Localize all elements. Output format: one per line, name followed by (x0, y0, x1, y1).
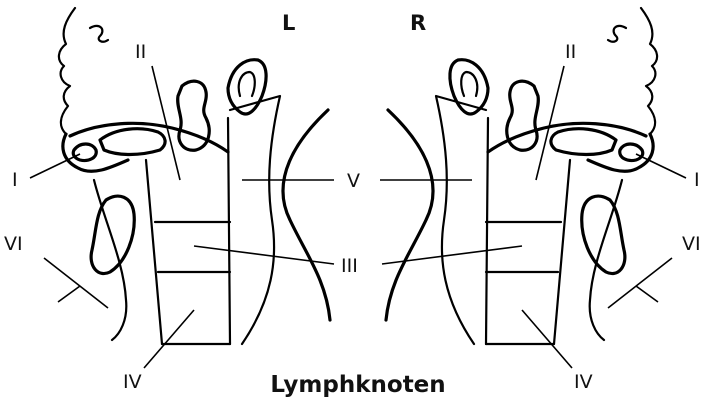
level-label-II-right: II (565, 41, 576, 63)
left-neck-drawing (59, 8, 330, 344)
level-label-III: III (341, 255, 358, 277)
level-label-V: V (347, 170, 360, 192)
level-label-VI-left: VI (4, 233, 23, 255)
level-label-I-left: I (12, 169, 18, 191)
right-neck-drawing (386, 8, 657, 344)
diagram-caption: Lymphknoten (270, 372, 445, 397)
leader-lines (30, 66, 686, 368)
level-label-IV-left: IV (123, 371, 142, 393)
side-label-left: L (282, 11, 295, 35)
level-label-I-right: I (694, 169, 700, 191)
level-label-IV-right: IV (574, 371, 593, 393)
level-label-VI-right: VI (682, 233, 701, 255)
side-label-right: R (410, 11, 426, 35)
level-label-II-left: II (135, 41, 146, 63)
